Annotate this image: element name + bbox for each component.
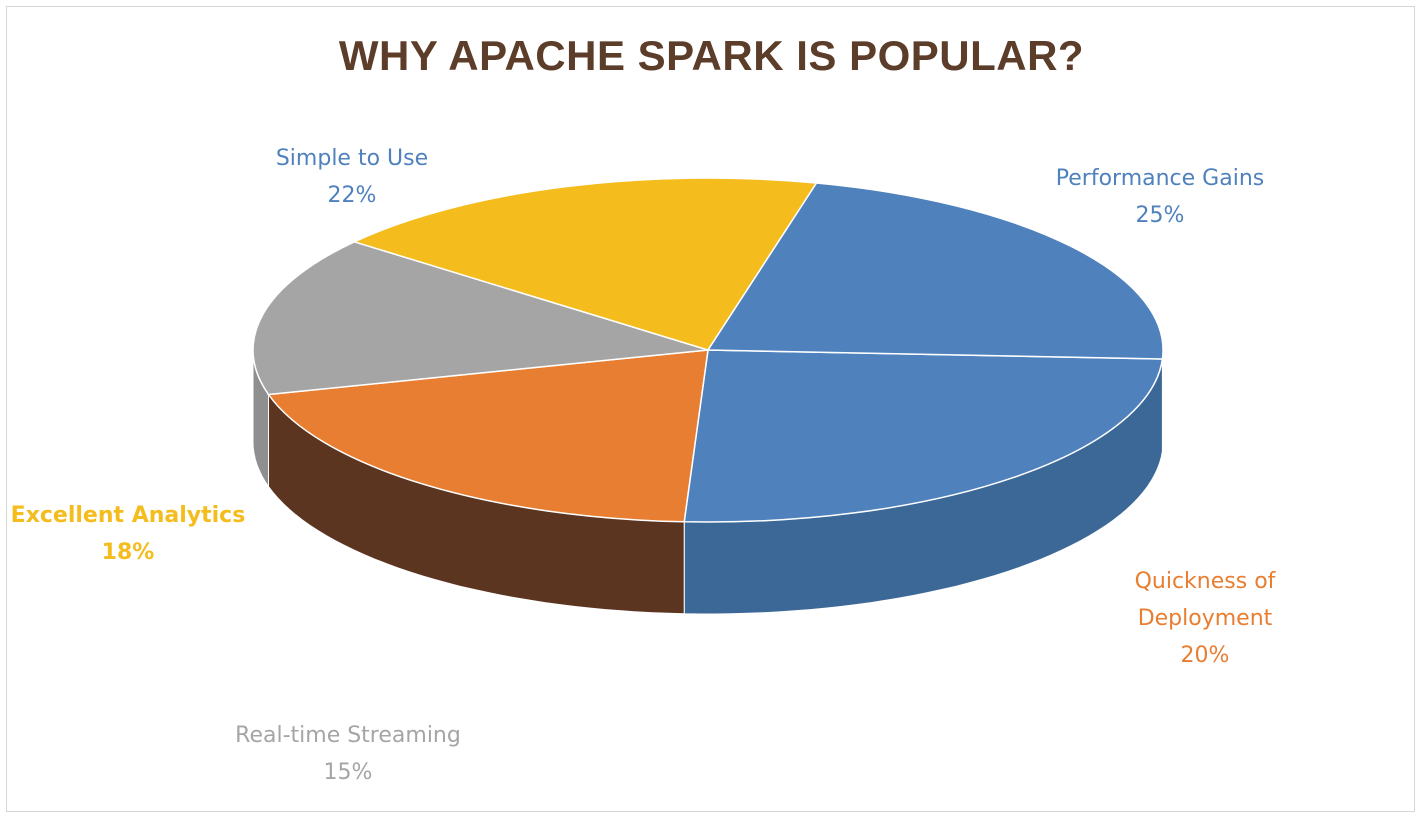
slice-label-2-line-0: Real-time Streaming [235,723,461,748]
slice-label-0: Performance Gains 25% [1056,166,1264,228]
slice-label-1: Quickness of Deployment 20% [1135,569,1277,668]
chart-title: WHY APACHE SPARK IS POPULAR? [338,32,1085,79]
pie-slice-3 [352,177,818,351]
pie-slice-1 [267,349,709,523]
pie-label-group: Performance Gains 25% Quickness of Deployme… [11,146,1277,785]
slice-label-3-line-1: 18% [102,540,155,565]
pie-slice-2 [252,240,709,396]
slice-label-4-line-1: 22% [328,183,377,208]
slice-label-1-line-0: Quickness of [1135,569,1277,594]
slice-label-3: Excellent Analytics 18% [11,503,246,565]
slice-label-0-line-1: 25% [1136,203,1185,228]
slice-label-3-line-0: Excellent Analytics [11,503,246,528]
slice-label-0-line-0: Performance Gains [1056,166,1264,191]
pie-top-group [252,177,1164,523]
slice-label-1-line-2: 20% [1181,643,1230,668]
slice-label-2: Real-time Streaming 15% [235,723,461,785]
pie-slice-4 [706,182,1164,360]
slice-label-2-line-1: 15% [324,760,373,785]
pie-slice-0 [683,349,1164,523]
slice-label-4-line-0: Simple to Use [276,146,428,171]
slice-label-1-line-1: Deployment [1138,606,1273,631]
chart-frame [6,6,1415,812]
slice-label-4: Simple to Use 22% [276,146,428,208]
